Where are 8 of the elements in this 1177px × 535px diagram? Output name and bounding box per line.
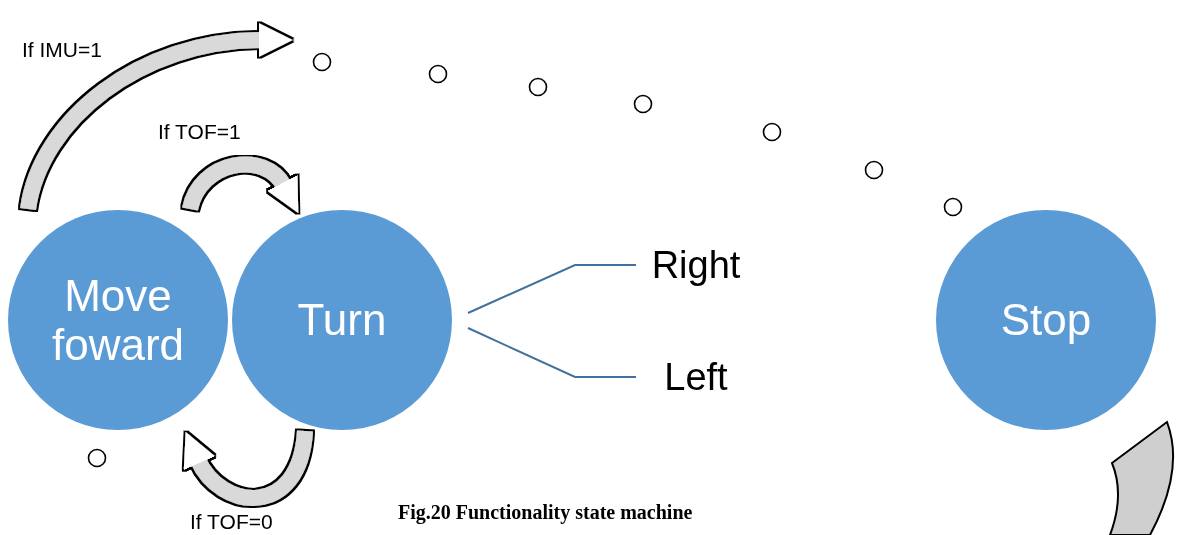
option-text: Right [636,240,756,290]
branch-line [467,327,637,378]
state-label: Turn [297,295,387,345]
state-label: Move foward [50,270,186,370]
figure-caption: Fig.20 Functionality state machine [398,501,693,524]
branch-line [467,264,637,314]
option-text: Left [636,352,756,402]
state-label: Stop [1000,295,1092,345]
